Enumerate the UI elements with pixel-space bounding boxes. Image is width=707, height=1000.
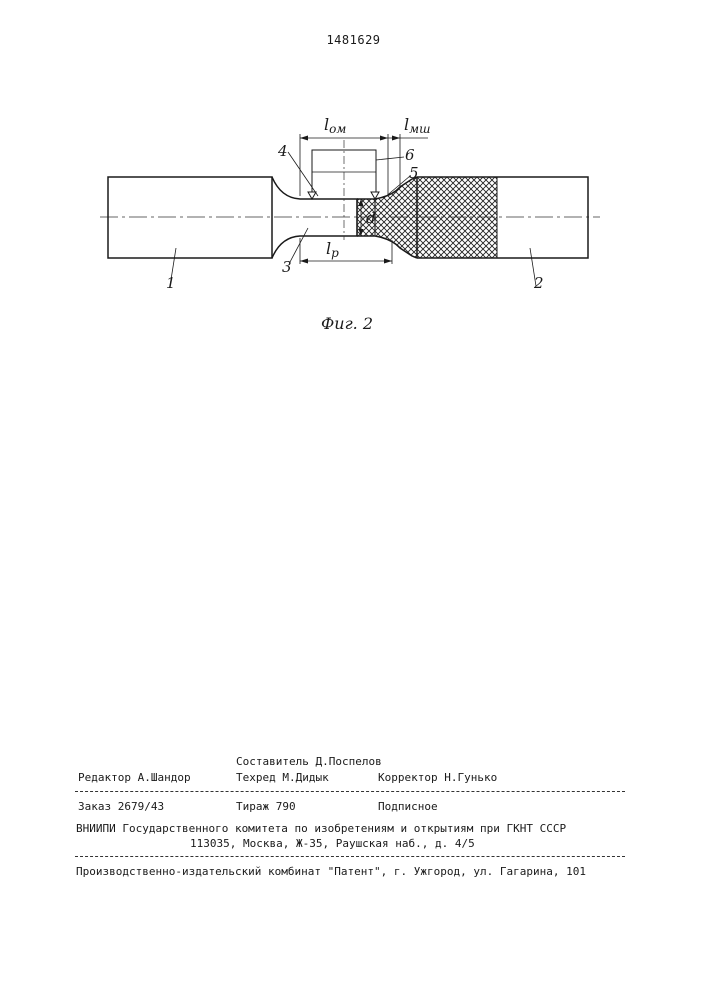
label-part-5: 5	[409, 164, 419, 182]
label-part-6: 6	[405, 146, 415, 164]
imprint-block: Составитель Д.Поспелов Редактор А.Шандор…	[0, 740, 707, 890]
load-point-left	[308, 192, 316, 199]
imprint-rule-1	[75, 791, 625, 792]
imprint-editor: Редактор А.Шандор	[78, 771, 191, 784]
label-l-om: lом	[324, 115, 346, 136]
leader-4	[288, 152, 318, 196]
dim-lom-arrow-right	[380, 136, 388, 141]
label-l-p: lp	[326, 239, 339, 260]
imprint-circulation: Тираж 790	[236, 800, 296, 813]
imprint-address: 113035, Москва, Ж-35, Раушская наб., д. …	[190, 837, 475, 850]
label-l-msh: lмш	[404, 115, 430, 136]
figure-caption: Фиг. 2	[321, 314, 373, 333]
imprint-institute: ВНИИПИ Государственного комитета по изоб…	[76, 822, 566, 835]
label-part-1: 1	[166, 274, 176, 292]
dim-lom-arrow-left	[300, 136, 308, 141]
imprint-order: Заказ 2679/43	[78, 800, 164, 813]
imprint-compiler: Составитель Д.Поспелов	[236, 755, 382, 768]
dim-lmsh-arrow	[392, 136, 400, 141]
imprint-rule-2	[75, 856, 625, 857]
imprint-techred: Техред М.Дидык	[236, 771, 329, 784]
left-grip	[108, 177, 272, 258]
label-diameter: d	[366, 209, 376, 227]
leader-3	[290, 228, 308, 262]
label-part-2: 2	[533, 274, 544, 292]
figure-2-drawing: 1 2 3 4 5 6 d lом lмш lp Фиг. 2	[0, 100, 707, 340]
imprint-subscription: Подписное	[378, 800, 438, 813]
label-l-msh-sub: мш	[409, 122, 430, 136]
imprint-corrector: Корректор Н.Гунько	[378, 771, 497, 784]
label-part-4: 4	[277, 142, 288, 160]
patent-number: 1481629	[0, 33, 707, 47]
label-l-p-sub: p	[331, 246, 339, 260]
label-l-om-sub: ом	[329, 122, 346, 136]
dim-lp-arrow-left	[300, 259, 308, 264]
imprint-publisher: Производственно-издательский комбинат "П…	[76, 865, 586, 878]
hatched-joint-zone	[357, 177, 497, 258]
label-part-3: 3	[282, 258, 292, 276]
dim-lp-arrow-right	[384, 259, 392, 264]
